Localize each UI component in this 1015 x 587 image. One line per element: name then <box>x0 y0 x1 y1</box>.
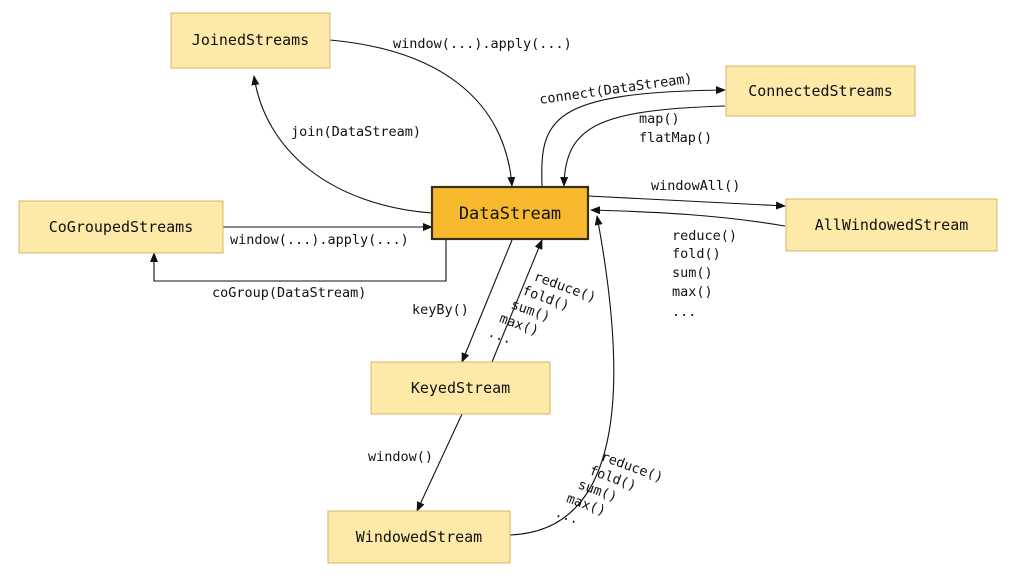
node-connected-streams[interactable]: ConnectedStreams <box>725 65 916 117</box>
agg-item: ... <box>553 504 581 527</box>
edge-connect <box>541 86 726 187</box>
agg-item: ... <box>486 324 514 347</box>
edge-keyed-agg <box>491 239 543 363</box>
agg-item: max() <box>672 284 713 300</box>
node-label: CoGroupedStreams <box>49 218 194 236</box>
node-label: WindowedStream <box>356 528 482 546</box>
label-flatmap: flatMap() <box>639 130 712 146</box>
node-box <box>18 200 224 254</box>
label-joined-apply: window(...).apply(...) <box>393 36 572 52</box>
edge-map <box>560 105 726 187</box>
agg-keyed: reduce() fold() sum() max() ... <box>486 269 598 348</box>
agg-allwindowed: reduce() fold() sum() max() ... <box>672 228 737 320</box>
node-label: ConnectedStreams <box>748 82 893 100</box>
label-cogroup-apply: window(...).apply(...) <box>230 232 409 248</box>
label-window: window() <box>368 449 433 465</box>
edge-labels: window(...).apply(...) join(DataStream) … <box>212 36 740 528</box>
node-box <box>430 185 590 241</box>
edge-joined-apply <box>329 39 516 187</box>
agg-item: fold() <box>672 246 721 262</box>
label-windowall: windowAll() <box>651 178 740 194</box>
node-joined-streams[interactable]: JoinedStreams <box>170 12 331 69</box>
node-keyed-stream[interactable]: KeyedStream <box>370 361 551 415</box>
node-label: JoinedStreams <box>192 31 309 49</box>
edge-windowed-agg <box>509 215 615 536</box>
edge-keyby <box>461 239 513 363</box>
node-box <box>327 510 511 564</box>
label-map: map() <box>639 111 680 127</box>
label-connect: connect(DataStream) <box>538 71 693 108</box>
edge-allwindowed-agg <box>590 206 786 227</box>
label-keyby: keyBy() <box>412 302 469 318</box>
node-label: DataStream <box>459 204 561 224</box>
edge-window <box>416 413 463 512</box>
edges <box>150 39 786 536</box>
agg-windowed: reduce() fold() sum() max() ... <box>553 449 665 528</box>
edge-windowall <box>587 195 786 210</box>
node-box <box>370 361 551 415</box>
node-box <box>785 198 998 252</box>
node-allwindowed-stream[interactable]: AllWindowedStream <box>785 198 998 252</box>
node-label: KeyedStream <box>411 379 510 397</box>
agg-item: ... <box>672 304 696 320</box>
label-join: join(DataStream) <box>291 124 421 140</box>
label-cogroup: coGroup(DataStream) <box>212 285 366 301</box>
edge-join <box>251 75 433 214</box>
agg-item: reduce() <box>672 228 737 244</box>
node-box <box>170 12 331 69</box>
node-windowed-stream[interactable]: WindowedStream <box>327 510 511 564</box>
node-box <box>725 65 916 117</box>
node-label: AllWindowedStream <box>815 216 969 234</box>
edge-cogroup <box>150 239 447 282</box>
node-cogrouped-streams[interactable]: CoGroupedStreams <box>18 200 224 254</box>
node-datastream[interactable]: DataStream <box>430 185 590 241</box>
agg-item: sum() <box>672 265 713 281</box>
